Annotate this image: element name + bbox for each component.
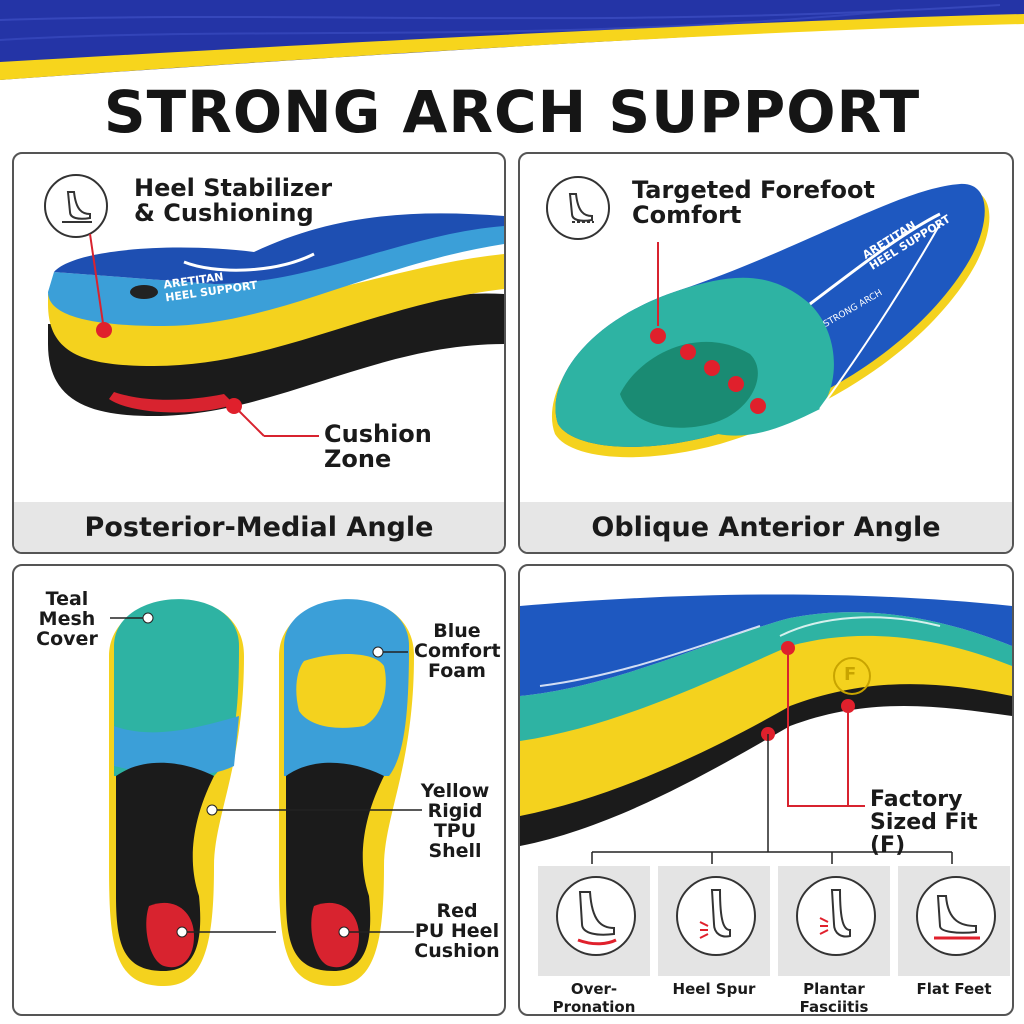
caption-posterior-medial: Posterior-Medial Angle [14, 502, 504, 552]
condition-label: Plantar Fasciitis [799, 980, 869, 1016]
over-pronation-foot-icon [556, 876, 636, 956]
callout-lines [110, 612, 422, 938]
condition-flat-feet [898, 866, 1010, 976]
panel-oblique-anterior: ARETITAN HEEL SUPPORT STRONG ARCH Target… [518, 152, 1014, 554]
callout-lines [650, 242, 766, 414]
forefoot-insole-illustration [551, 183, 990, 458]
panel-factory-fit: F Factory Sized Fit (F) Over-Pronation H… [518, 564, 1014, 1016]
condition-label: Over-Pronation [552, 980, 636, 1016]
factory-fit-label: Factory Sized Fit (F) [870, 787, 978, 859]
flat-feet-foot-icon [916, 876, 996, 956]
red-pu-heel-cushion-label: Red PU Heel Cushion [414, 900, 500, 962]
callout-lines [591, 641, 953, 864]
insole-layers-illustration [109, 599, 414, 986]
blue-comfort-foam-label: Blue Comfort Foam [414, 620, 501, 682]
banner-graphic [0, 0, 1024, 80]
condition-over-pronation [538, 866, 650, 976]
foot-forefoot-icon [546, 176, 610, 240]
condition-plantar-fasciitis [778, 866, 890, 976]
cushion-zone-label: Cushion Zone [324, 420, 432, 474]
forefoot-comfort-label: Targeted Forefoot Comfort [632, 176, 875, 230]
top-banner [0, 0, 1024, 80]
heel-stabilizer-label: Heel Stabilizer & Cushioning [134, 174, 333, 228]
condition-label: Heel Spur [672, 980, 756, 998]
foot-heel-icon [44, 174, 108, 238]
arch-closeup-illustration [520, 594, 1012, 846]
teal-mesh-cover-label: Teal Mesh Cover [36, 588, 98, 650]
plantar-fasciitis-foot-icon [796, 876, 876, 956]
heel-insole-illustration [48, 213, 504, 416]
heel-spur-foot-icon [676, 876, 756, 956]
condition-label: Flat Feet [916, 980, 992, 998]
yellow-tpu-shell-label: Yellow Rigid TPU Shell [420, 780, 490, 862]
condition-heel-spur [658, 866, 770, 976]
panel-insole-layers: Teal Mesh Cover Blue Comfort Foam Yellow… [12, 564, 506, 1016]
fit-badge: F [844, 664, 857, 685]
page-title: STRONG ARCH SUPPORT [103, 78, 921, 146]
caption-oblique-anterior: Oblique Anterior Angle [520, 502, 1012, 552]
callout-lines [89, 233, 319, 437]
panel-posterior-medial: ARETITAN HEEL SUPPORT Heel Stabilizer & … [12, 152, 506, 554]
